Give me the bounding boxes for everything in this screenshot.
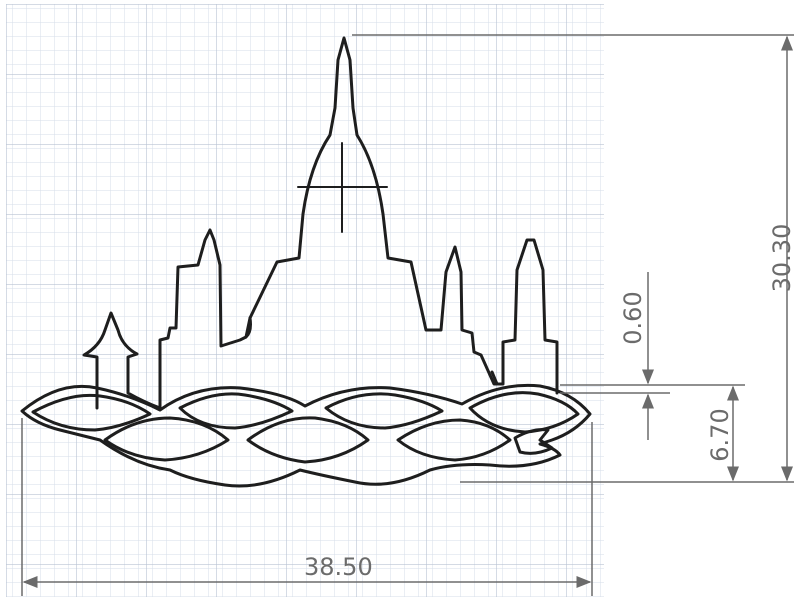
- leaf-lower-3: [396, 418, 512, 462]
- leaf-upper-2: [178, 392, 294, 430]
- dim-overall-height: 30.30: [768, 224, 794, 293]
- leaf-lower-4: [513, 428, 554, 455]
- leaf-upper-3: [324, 392, 444, 430]
- graph-paper-grid: [6, 4, 604, 597]
- leaf-lower-1: [103, 416, 230, 462]
- temple-silhouette: [82, 36, 559, 410]
- dim-gap: 0.60: [619, 291, 647, 344]
- dim-base-height: 6.70: [706, 408, 734, 461]
- leaf-upper-1: [31, 393, 152, 432]
- dimension-lines: [21, 34, 794, 596]
- leaf-upper-4: [468, 391, 580, 434]
- leaf-lower-2: [246, 416, 370, 464]
- lotus-base: [20, 383, 592, 488]
- prang-inner-line: [244, 316, 499, 386]
- skyline-outline: [82, 36, 559, 410]
- dim-overall-width: 38.50: [304, 553, 373, 581]
- base-outer-outline: [20, 383, 592, 488]
